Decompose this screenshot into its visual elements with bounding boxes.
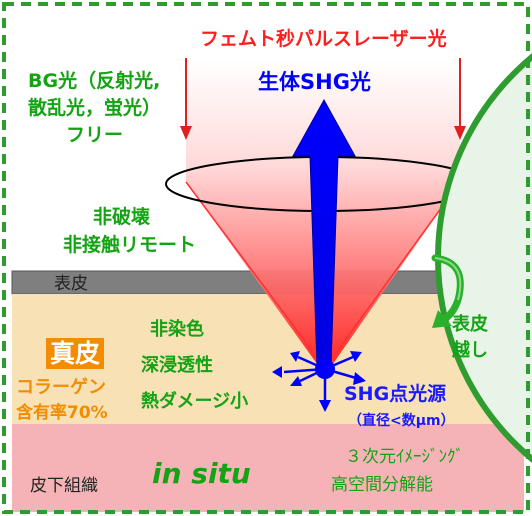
low-thermal-damage-label: 熱ダメージ小 <box>141 391 249 412</box>
collagen-label-line2: 含有率70% <box>16 403 108 423</box>
high-resolution-label: 高空間分解能 <box>331 475 433 495</box>
laser-right-arrow-head <box>454 126 466 140</box>
imaging-3d-label: ３次元ｲﾒｰｼﾞﾝｸﾞ <box>345 447 464 467</box>
in-situ-label: in situ <box>152 457 251 490</box>
subcutis-layer <box>12 424 524 512</box>
nondestructive-label-line1: 非破壊 <box>93 206 151 228</box>
laser-left-arrow-head <box>180 126 192 140</box>
through-skin-label-line1: 表皮 <box>452 314 488 335</box>
nondestructive-label-line2: 非接触リモート <box>63 234 197 256</box>
laser-right-edge <box>324 181 461 369</box>
dermis-badge: 真皮 <box>46 338 105 369</box>
shg-light-label: 生体SHG光 <box>258 70 371 94</box>
scatter-point-icon <box>272 351 366 412</box>
shg-source-label: SHG点光源 <box>344 383 447 405</box>
bg-label-line1: BG光（反射光, <box>28 70 161 92</box>
epidermis-label: 表皮 <box>54 274 88 294</box>
bg-label-line2: 散乱光，蛍光） <box>28 97 162 119</box>
curved-arrow-icon <box>431 254 464 328</box>
deep-penetration-label: 深浸透性 <box>141 355 213 376</box>
nonstaining-label: 非染色 <box>150 319 204 340</box>
through-skin-label-line2: 越し <box>452 340 488 361</box>
bg-label-line3: フリー <box>66 124 124 146</box>
laser-label: フェムト秒パルスレーザー光 <box>200 28 447 50</box>
subcutaneous-label: 皮下組織 <box>30 476 98 496</box>
laser-left-edge <box>185 181 326 369</box>
collagen-label-line1: コラーゲン <box>16 377 106 398</box>
diameter-label: （直径<数μm） <box>348 413 455 429</box>
